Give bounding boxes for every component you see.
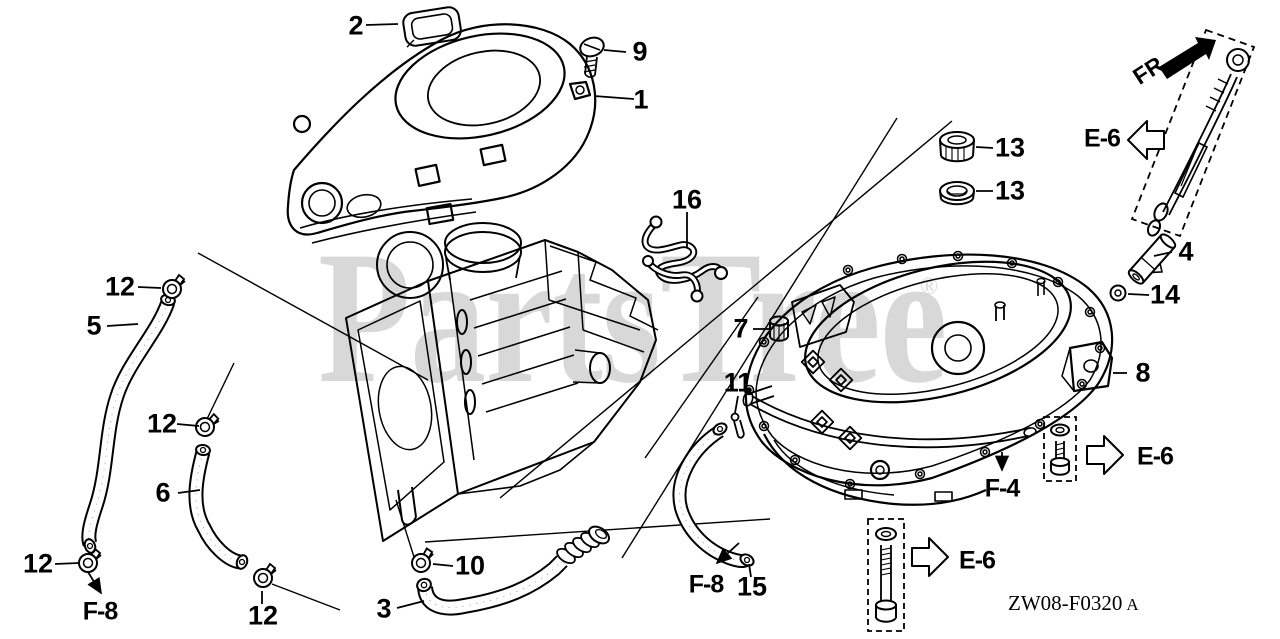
clamp-12-a [162,274,186,299]
hose-15-art [672,422,755,568]
leader-lines [54,23,1173,609]
hose-5-art [81,293,176,554]
drawing-code-suffix: A [1126,595,1139,614]
callout-8[interactable]: 8 [1135,357,1151,388]
callout-15[interactable]: 15 [736,571,768,602]
dipstick-art [1130,28,1256,238]
ref-e6-top[interactable]: E-6 [1084,124,1121,153]
e6-arrow-right-bottom-icon [911,537,949,577]
callout-5[interactable]: 5 [86,310,102,341]
bolt-box-mid-art [1043,416,1077,482]
ring-14-art [1109,284,1127,302]
callout-2[interactable]: 2 [348,10,364,41]
callout-11[interactable]: 11 [723,367,753,398]
callout-10[interactable]: 10 [454,550,486,581]
e6-arrow-left-icon [1127,120,1165,160]
mount-13-art [939,131,975,206]
callout-13-b[interactable]: 13 [994,175,1026,206]
callout-12-c[interactable]: 12 [22,548,54,579]
callout-14[interactable]: 14 [1149,279,1181,310]
callout-4[interactable]: 4 [1178,236,1194,267]
ref-f4[interactable]: F-4 [984,474,1020,503]
ref-e6-mid[interactable]: E-6 [1137,442,1174,471]
e6-arrow-right-mid-icon [1086,435,1124,475]
callout-12-a[interactable]: 12 [104,271,136,302]
ref-f8-right[interactable]: F-8 [688,570,724,599]
callout-7[interactable]: 7 [733,313,749,344]
pin-11-art [730,412,745,439]
callout-1[interactable]: 1 [633,84,649,115]
hose-3-art [416,525,610,616]
drawing-code-number: ZW08-F0320 [1008,591,1123,615]
ref-f8-left[interactable]: F-8 [82,597,118,626]
callout-13-a[interactable]: 13 [994,132,1026,163]
screw-art [579,36,605,78]
ref-e6-bottom[interactable]: E-6 [959,546,996,575]
callout-16[interactable]: 16 [671,184,703,215]
clip-10 [409,546,436,574]
pan-bolt-holes [743,250,1106,490]
hose-6-art [188,443,249,570]
leader-diagonals [197,117,953,611]
fan-cover-art [286,23,597,244]
oil-pan-art [742,250,1114,506]
pointer-arrows [87,452,1010,595]
clamp-12-b [193,410,221,439]
callout-9[interactable]: 9 [632,36,648,67]
callout-12-b[interactable]: 12 [146,408,178,439]
bolt-box-bottom-art [867,518,905,632]
callout-12-d[interactable]: 12 [247,600,279,631]
callout-6[interactable]: 6 [155,477,171,508]
fr-arrow-icon [1159,37,1216,79]
wire-clip-art [641,215,728,303]
callout-3[interactable]: 3 [376,593,392,624]
watermark-registered-icon: ® [920,274,939,300]
grommet-art [402,6,462,48]
engine-block-art [345,222,659,542]
e6-arrow-icons [911,120,1165,577]
